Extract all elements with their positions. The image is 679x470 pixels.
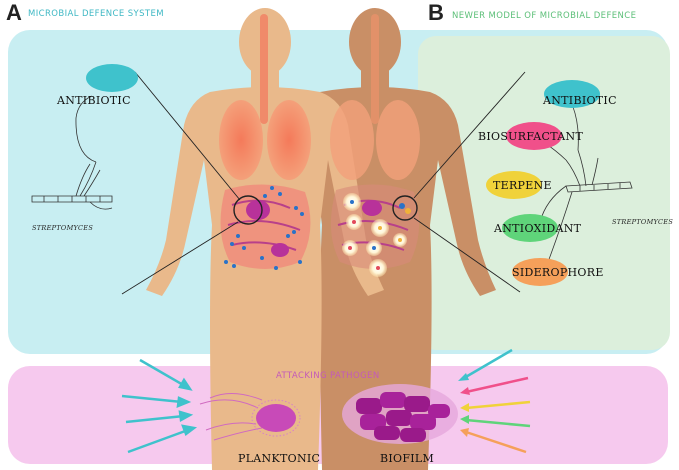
biofilm-label: BIOFILM [380, 452, 435, 465]
terpene-label: TERPENE [493, 179, 552, 192]
siderophore-blob [512, 258, 568, 286]
panel-a-title: MICROBIAL DEFENCE SYSTEM [28, 9, 164, 19]
biofilm-arrows [458, 348, 531, 454]
siderophore-label: SIDEROPHORE [512, 266, 604, 279]
biosurfactant-blob [506, 122, 562, 150]
attacking-pathogen-title: ATTACKING PATHOGEN [276, 371, 380, 381]
panel-a-letter: A [6, 0, 22, 25]
panel-a-streptomyces [31, 95, 113, 210]
planktonic-bacterium [199, 393, 301, 441]
biosurfactant-label: BIOSURFACTANT [478, 130, 584, 143]
planktonic-label: PLANKTONIC [238, 452, 321, 465]
left-body-organs [219, 14, 311, 270]
antioxidant-blob [502, 214, 558, 242]
antioxidant-label: ANTIOXIDANT [494, 222, 582, 235]
panel-a-antibiotic-label: ANTIBIOTIC [57, 94, 131, 107]
right-body-organs [330, 14, 420, 277]
antibiotic-blob [544, 80, 600, 108]
panel-a-antibiotic-blob [86, 64, 138, 92]
panel-b-streptomyces-label: STREPTOMYCES [612, 218, 674, 226]
terpene-blob [486, 171, 542, 199]
antibiotic-label: ANTIBIOTIC [543, 94, 617, 107]
panel-b-title: NEWER MODEL OF MICROBIAL DEFENCE [452, 11, 637, 21]
planktonic-arrows [121, 358, 198, 454]
panel-b-letter: B [428, 0, 444, 25]
biofilm-cluster [342, 384, 458, 444]
panel-a-streptomyces-label: STREPTOMYCES [32, 224, 94, 232]
